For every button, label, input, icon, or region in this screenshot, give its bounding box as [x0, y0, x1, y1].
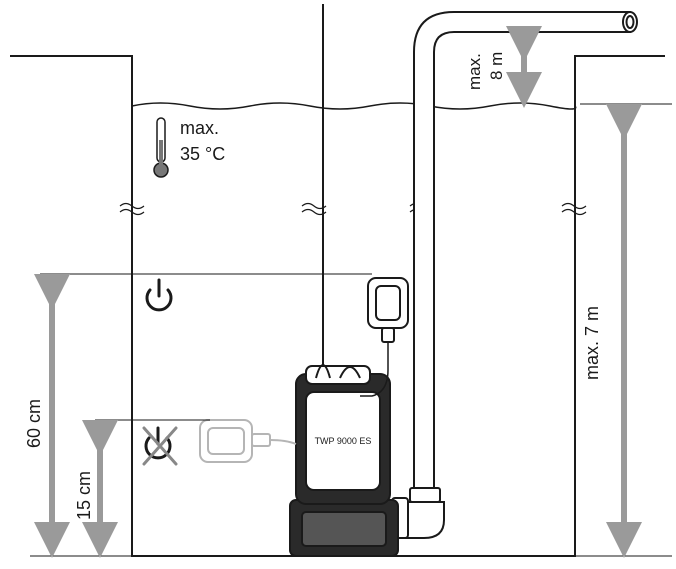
dimension-arrows — [34, 26, 642, 558]
max-temp-value-label: 35 °C — [180, 144, 225, 164]
max-head-word-label: max. — [465, 53, 484, 90]
discharge-pipe — [413, 11, 638, 491]
water-surface — [131, 102, 577, 110]
power-on-icon — [145, 278, 173, 312]
float-switch-off — [199, 419, 297, 463]
power-off-crossed-icon — [142, 426, 178, 466]
max-temp-word-label: max. — [180, 118, 219, 138]
thermometer-icon — [153, 117, 169, 178]
max-head-value-label: 8 m — [487, 52, 506, 80]
switch-off-height-label: 15 cm — [74, 471, 94, 520]
float-cable — [360, 342, 389, 397]
switch-on-height-label: 60 cm — [24, 399, 44, 448]
submersible-pump — [289, 364, 399, 557]
max-depth-label: max. 7 m — [582, 306, 602, 380]
break-marks — [119, 202, 587, 216]
pipe-connector — [391, 487, 445, 539]
pump-model-label: TWP 9000 ES — [315, 436, 372, 446]
float-switch-on — [367, 277, 409, 343]
